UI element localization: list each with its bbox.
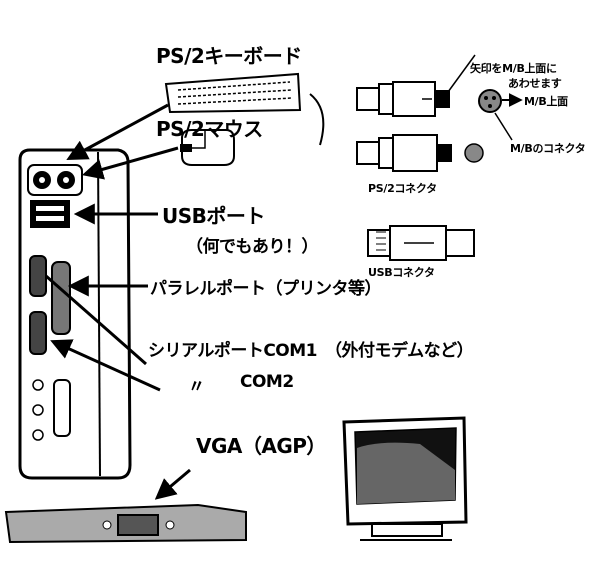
parallel-port-label: パラレルポート（プリンタ等） [150,279,382,299]
usb-port-label: USBポート [162,204,265,228]
mb-top-label: M/B上面 [524,95,568,108]
mb-ps2-socket-icon [478,89,502,113]
usb-connector-label: USBコネクタ [368,266,435,279]
game-port-icon [53,379,71,437]
ps2-plug-icon [356,81,450,117]
parallel-port-icon [51,261,71,335]
audio-jacks-icon [32,379,44,441]
vga-card-icon [4,503,247,544]
usb-plug-icon [367,225,475,261]
keyboard-icon [164,72,302,114]
usb-note-label: （何でもあり！） [186,237,319,257]
mb-connector-label: M/Bのコネクタ [510,142,586,155]
arrow-note-line1: 矢印をM/B上面に [470,62,557,75]
serial-com2-label: COM2 [240,372,294,392]
vga-label: VGA（AGP） [196,434,326,458]
usb-ports-icon [30,200,70,228]
mouse-icon [180,129,235,166]
ps2-mouse-label: PS/2マウス [156,117,263,141]
serial-com1-label: シリアルポートCOM1 （外付モデムなど） [148,341,474,361]
ps2-connector-label: PS/2コネクタ [368,182,437,195]
serial-port-com2-icon [29,311,47,355]
serial-port-com1-icon [29,255,47,297]
serial-com2-ditto-label: 〃 [188,377,205,397]
crt-monitor-icon [342,416,468,541]
pc-tower-back-panel [18,148,132,480]
arrow-note-line2: あわせます [508,77,562,90]
ps2-keyboard-label: PS/2キーボード [156,44,302,68]
ps2-ports-icon [27,164,83,196]
ps2-plug-side-icon [356,134,484,172]
